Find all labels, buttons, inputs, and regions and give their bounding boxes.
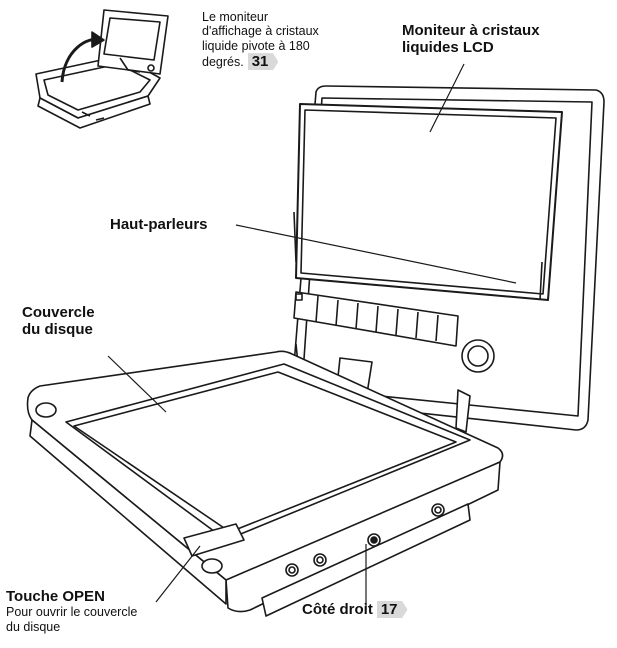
disc-cover-label-line: du disque	[22, 321, 93, 339]
open-button-title: Touche OPEN	[6, 588, 105, 605]
speakers-label: Haut-parleurs	[110, 216, 208, 233]
open-button-desc: Pour ouvrir le couvercle	[6, 605, 138, 620]
base-unit	[26, 350, 504, 617]
inset-caption-line: degrés.31	[202, 53, 319, 71]
inset-rotated-player	[35, 9, 169, 129]
lcd-label-line: Moniteur à cristaux	[402, 22, 540, 39]
page-ref-tag: 17	[376, 601, 408, 619]
inset-caption-line: liquide pivote à 180	[202, 38, 310, 53]
disc-cover-label: Couvercle du disque	[22, 304, 95, 339]
disc-cover-label-line: Couvercle	[22, 304, 95, 321]
open-button-label: Touche OPEN Pour ouvrir le couvercle du …	[6, 588, 137, 634]
lcd-label: Moniteur à cristaux liquides LCD	[402, 22, 540, 57]
lcd-label-line: liquides LCD	[402, 39, 494, 57]
leader-open-button	[155, 545, 201, 603]
leader-disc-cover	[107, 355, 167, 413]
right-side-text: Côté droit	[302, 601, 373, 618]
inset-caption: Le moniteur d'affichage à cristaux liqui…	[202, 10, 319, 71]
leader-speakers	[235, 224, 517, 284]
inset-caption-line: d'affichage à cristaux	[202, 24, 319, 39]
page-ref-tag: 31	[247, 53, 279, 71]
rotation-arrowhead	[91, 31, 105, 48]
open-button-desc: du disque	[6, 619, 61, 634]
inset-caption-line: Le moniteur	[202, 10, 269, 24]
leader-lcd	[429, 63, 465, 133]
